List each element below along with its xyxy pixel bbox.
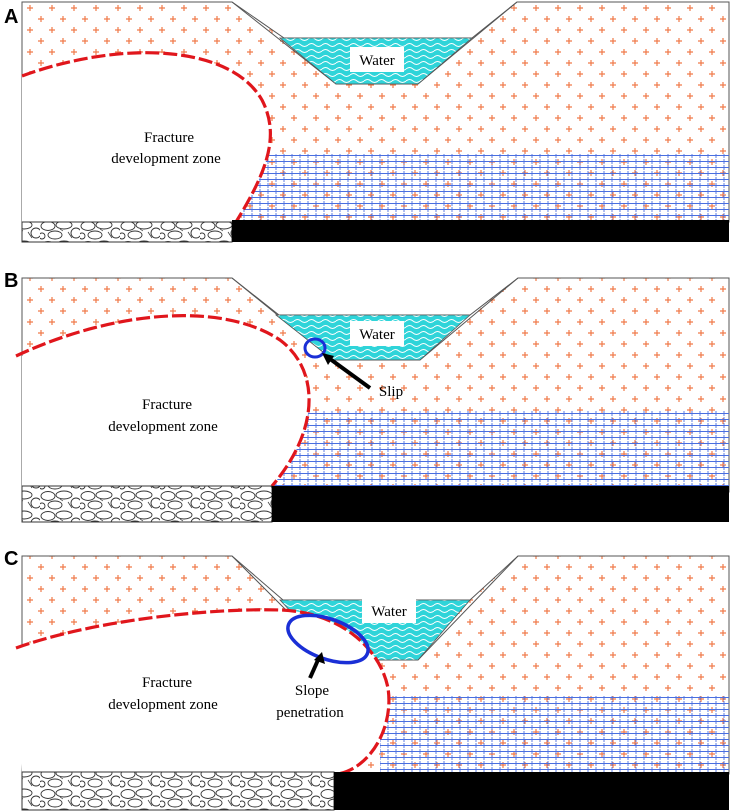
aquifer-layer bbox=[232, 410, 729, 486]
coal-seam bbox=[334, 772, 729, 810]
panel-label-b: B bbox=[4, 270, 19, 292]
coal-seam bbox=[272, 486, 729, 522]
penetration-label-line1: Slope bbox=[295, 683, 330, 699]
fracture-zone-area bbox=[22, 315, 310, 486]
fracture-zone-boundary bbox=[21, 51, 272, 223]
water-label-box bbox=[350, 47, 404, 72]
gob-area bbox=[21, 221, 233, 243]
gob-area bbox=[21, 771, 335, 811]
gob-area bbox=[21, 485, 273, 523]
water-label: Water bbox=[371, 604, 406, 620]
zone-label-line1: Fracture bbox=[144, 130, 194, 146]
penetration-arrow-head bbox=[314, 652, 325, 664]
zone-label-line2: development zone bbox=[108, 419, 218, 435]
zone-label-line1: Fracture bbox=[142, 675, 192, 691]
slip-arrow-head bbox=[322, 353, 334, 365]
water-label-box bbox=[362, 598, 416, 623]
panel-a-diagram: Water Fracture development zone bbox=[21, 1, 730, 243]
coal-seam bbox=[232, 220, 729, 242]
panel-label-a: A bbox=[4, 6, 19, 28]
fracture-zone-area bbox=[16, 609, 389, 774]
slip-label: Slip bbox=[379, 384, 403, 400]
penetration-label-line2: penetration bbox=[276, 705, 344, 721]
panel-c-diagram: Water Slope penetration Fracture develop… bbox=[15, 555, 730, 811]
zone-label-line2: development zone bbox=[111, 151, 221, 167]
slip-arrow-line bbox=[324, 354, 372, 390]
aquifer-layer bbox=[380, 696, 729, 772]
water-label-box bbox=[350, 321, 404, 346]
fracture-zone-boundary bbox=[15, 314, 311, 488]
panel-label-c: C bbox=[4, 548, 19, 570]
aquifer-layer bbox=[232, 154, 729, 220]
water-label: Water bbox=[359, 53, 394, 69]
water-label: Water bbox=[359, 327, 394, 343]
panel-b-diagram: Water Slip Fracture development zone bbox=[15, 277, 730, 523]
zone-label-line1: Fracture bbox=[142, 397, 192, 413]
fracture-zone-area bbox=[22, 52, 271, 222]
penetration-arrow-line bbox=[308, 659, 320, 679]
slip-marker-ellipse bbox=[303, 337, 327, 359]
zone-label-line2: development zone bbox=[108, 697, 218, 713]
